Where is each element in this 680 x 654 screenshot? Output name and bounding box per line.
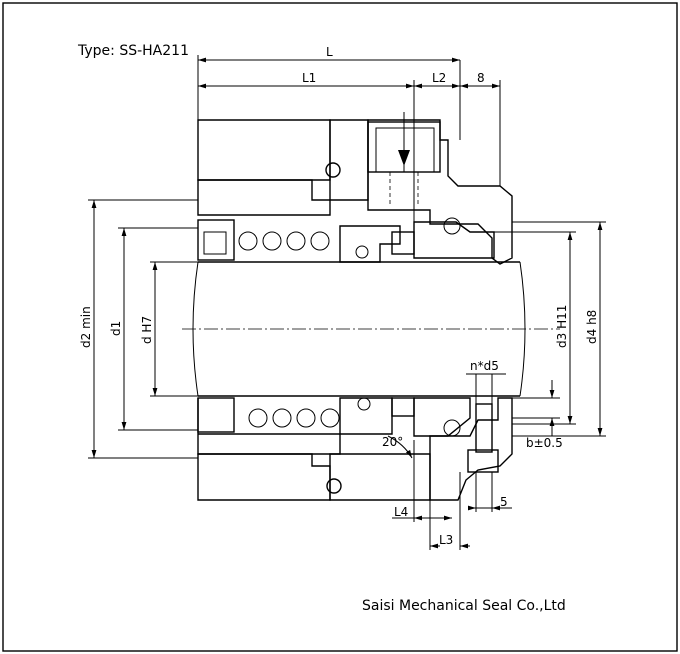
housing-bottom xyxy=(197,397,513,501)
dim-5: 5 xyxy=(500,495,508,509)
dim-L: L xyxy=(326,45,333,59)
dim-d4: d4 h8 xyxy=(585,310,599,344)
housing-top xyxy=(197,112,513,265)
dim-L4: L4 xyxy=(394,505,408,519)
dim-L2: L2 xyxy=(432,71,446,85)
dimension-lines xyxy=(88,55,606,550)
dim-8: 8 xyxy=(477,71,485,85)
dim-d1: d1 xyxy=(109,321,123,336)
dim-nd5: n*d5 xyxy=(470,359,499,373)
dim-angle: 20° xyxy=(382,435,403,449)
type-label: Type: SS-HA211 xyxy=(77,43,189,59)
rotating-bottom xyxy=(197,397,471,437)
dim-b: b±0.5 xyxy=(526,436,563,450)
dim-d3: d3 H11 xyxy=(555,305,569,348)
dim-dH7: d H7 xyxy=(140,316,154,344)
dim-d2: d2 min xyxy=(79,306,93,348)
dim-L1: L1 xyxy=(302,71,316,85)
dim-L3: L3 xyxy=(439,533,453,547)
shaft xyxy=(182,261,560,397)
company-name: Saisi Mechanical Seal Co.,Ltd xyxy=(362,598,566,614)
